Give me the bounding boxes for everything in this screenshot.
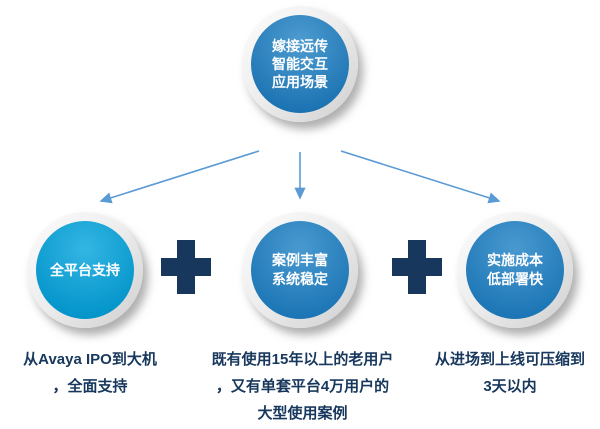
node-rich-cases-label: 案例丰富 系统稳定 (251, 221, 349, 319)
node-rich-cases-line-2: 系统稳定 (272, 271, 328, 287)
caption-low-cost: 从进场到上线可压缩到 3天以内 (415, 346, 600, 400)
node-rich-cases-line-1: 案例丰富 (272, 252, 328, 268)
node-low-cost-line-2: 低部署快 (487, 271, 543, 287)
caption-line: ，全面支持 (52, 378, 128, 395)
root-node-label: 嫁接远传 智能交互 应用场景 (251, 15, 349, 113)
caption-line: 3天以内 (483, 378, 537, 395)
node-low-cost-label: 实施成本 低部署快 (466, 221, 564, 319)
caption-rich-cases: 既有使用15年以上的老用户 ，又有单套平台4万用户的 大型使用案例 (185, 346, 420, 427)
node-rich-cases-circle: 案例丰富 系统稳定 (242, 212, 358, 328)
caption-line: 从Avaya IPO到大机 (23, 351, 157, 368)
arrow-to-right-node (340, 150, 501, 204)
caption-line: 既有使用15年以上的老用户 (211, 351, 394, 368)
caption-line: 从进场到上线可压缩到 (434, 351, 585, 368)
caption-full-platform: 从Avaya IPO到大机 ，全面支持 (0, 346, 180, 400)
node-full-platform-line-1: 全平台支持 (50, 261, 120, 278)
root-node-circle: 嫁接远传 智能交互 应用场景 (242, 6, 358, 122)
node-low-cost-circle: 实施成本 低部署快 (457, 212, 573, 328)
plus-icon (392, 240, 442, 294)
caption-line: ，又有单套平台4万用户的 (215, 378, 390, 395)
arrow-to-left-node (99, 150, 260, 204)
node-full-platform-circle: 全平台支持 (27, 212, 143, 328)
root-node-line-2: 智能交互 (272, 56, 328, 72)
plus-icon (161, 240, 211, 294)
caption-line: 大型使用案例 (257, 405, 348, 422)
node-low-cost-line-1: 实施成本 (487, 252, 543, 268)
root-node-line-3: 应用场景 (272, 74, 328, 90)
root-node-line-1: 嫁接远传 (272, 38, 328, 54)
node-full-platform-label: 全平台支持 (36, 221, 134, 319)
